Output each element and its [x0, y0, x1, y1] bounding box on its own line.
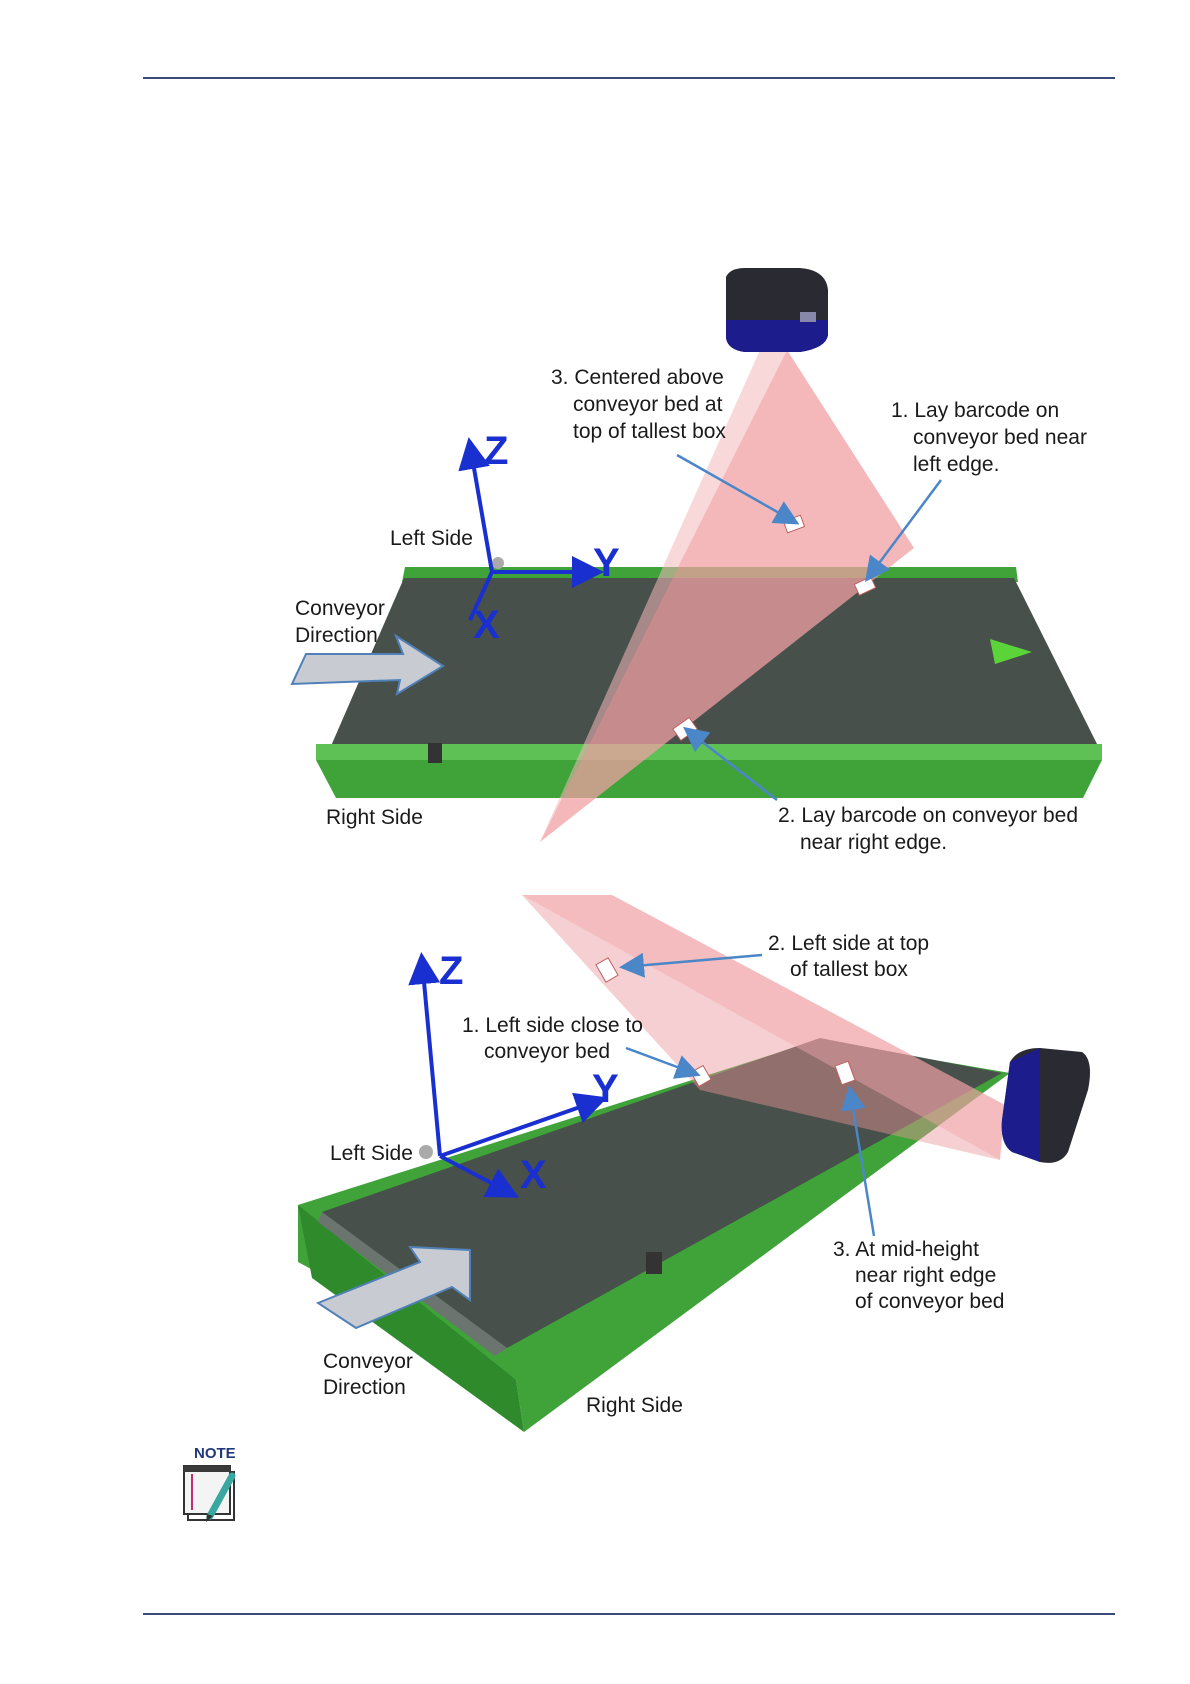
bottom-barcode-3-icon — [834, 1060, 856, 1086]
bottom-callout-3-line-3: of conveyor bed — [855, 1290, 1004, 1313]
bottom-conveyor-direction-line-1: Conveyor — [323, 1350, 413, 1373]
top-callout-2-line-1: 2. Lay barcode on conveyor bed — [778, 804, 1078, 827]
bottom-callout-2-line-1: 2. Left side at top — [768, 932, 929, 955]
top-callout-2-leader — [683, 726, 778, 801]
top-axis-x-label: X — [473, 603, 500, 647]
top-callout-3-line-2: conveyor bed at — [573, 393, 723, 416]
bottom-callout-3-line-1: 3. At mid-height — [833, 1238, 979, 1261]
bottom-conveyor-direction-arrow-icon — [315, 1245, 471, 1330]
note-icon: NOTE — [183, 1445, 236, 1522]
bottom-axis-z — [408, 952, 442, 1157]
bottom-callout-3-line-2: near right edge — [855, 1264, 996, 1287]
bottom-axis-x — [439, 1154, 520, 1198]
bottom-callout-1-line-1: 1. Left side close to — [462, 1014, 643, 1037]
bottom-axis-z-label: Z — [439, 949, 463, 993]
figure-top: Z Y X Left Side Right Side Conveyor Dire… — [290, 268, 1102, 854]
top-right-side-sensor-icon — [428, 743, 442, 763]
header-rule — [143, 77, 1115, 79]
bottom-callout-1-line-2: conveyor bed — [484, 1040, 610, 1063]
note-icon-label: NOTE — [194, 1445, 236, 1462]
bottom-scanner-icon — [1001, 1048, 1090, 1163]
top-callout-1-line-1: 1. Lay barcode on — [891, 399, 1059, 422]
top-left-side-sensor-icon — [492, 557, 504, 569]
bottom-barcode-1-icon — [595, 957, 619, 983]
top-conveyor-direction-arrow-icon — [290, 633, 445, 697]
bottom-axis-y-label: Y — [592, 1067, 619, 1111]
bottom-callout-2-leader — [619, 952, 763, 978]
top-axis-z — [458, 437, 494, 573]
footer-rule — [143, 1613, 1115, 1615]
top-scanner-icon — [726, 268, 828, 352]
bottom-left-side-label: Left Side — [330, 1142, 413, 1165]
top-callout-1-line-3: left edge. — [913, 453, 999, 476]
top-callout-2-line-2: near right edge. — [800, 831, 947, 854]
bottom-axis-y — [439, 1092, 608, 1158]
bottom-right-side-label: Right Side — [586, 1394, 683, 1417]
bottom-left-side-sensor-icon — [419, 1145, 433, 1159]
bottom-callout-2-line-2: of tallest box — [790, 958, 908, 981]
bottom-axis-x-label: X — [520, 1153, 547, 1197]
top-callout-1-leader — [865, 479, 943, 583]
bottom-right-side-sensor-icon — [646, 1252, 662, 1274]
top-scanner-beam — [540, 350, 914, 842]
bottom-callout-3-leader — [840, 1085, 876, 1237]
top-axis-y-label: Y — [593, 541, 620, 585]
top-callout-1-line-2: conveyor bed near — [913, 426, 1087, 449]
figure-bottom: Z Y X Left Side Right Side Conveyor Dire… — [298, 895, 1090, 1432]
top-axis-x — [468, 571, 494, 621]
top-callout-3-line-3: top of tallest box — [573, 420, 726, 443]
top-conveyor-front-rail — [316, 760, 1102, 798]
top-conveyor-direction-line-1: Conveyor — [295, 597, 385, 620]
top-direction-triangle-icon — [990, 639, 1032, 664]
top-right-side-label: Right Side — [326, 806, 423, 829]
bottom-conveyor-direction-line-2: Direction — [323, 1376, 406, 1399]
top-callout-3-line-1: 3. Centered above — [551, 366, 724, 389]
top-left-side-label: Left Side — [390, 527, 473, 550]
bottom-conveyor-belt — [322, 1038, 1002, 1348]
top-callout-3-leader — [676, 453, 800, 525]
top-conveyor-direction-line-2: Direction — [295, 624, 378, 647]
top-axis-z-label: Z — [484, 429, 508, 473]
bottom-callout-1-leader — [625, 1046, 701, 1079]
